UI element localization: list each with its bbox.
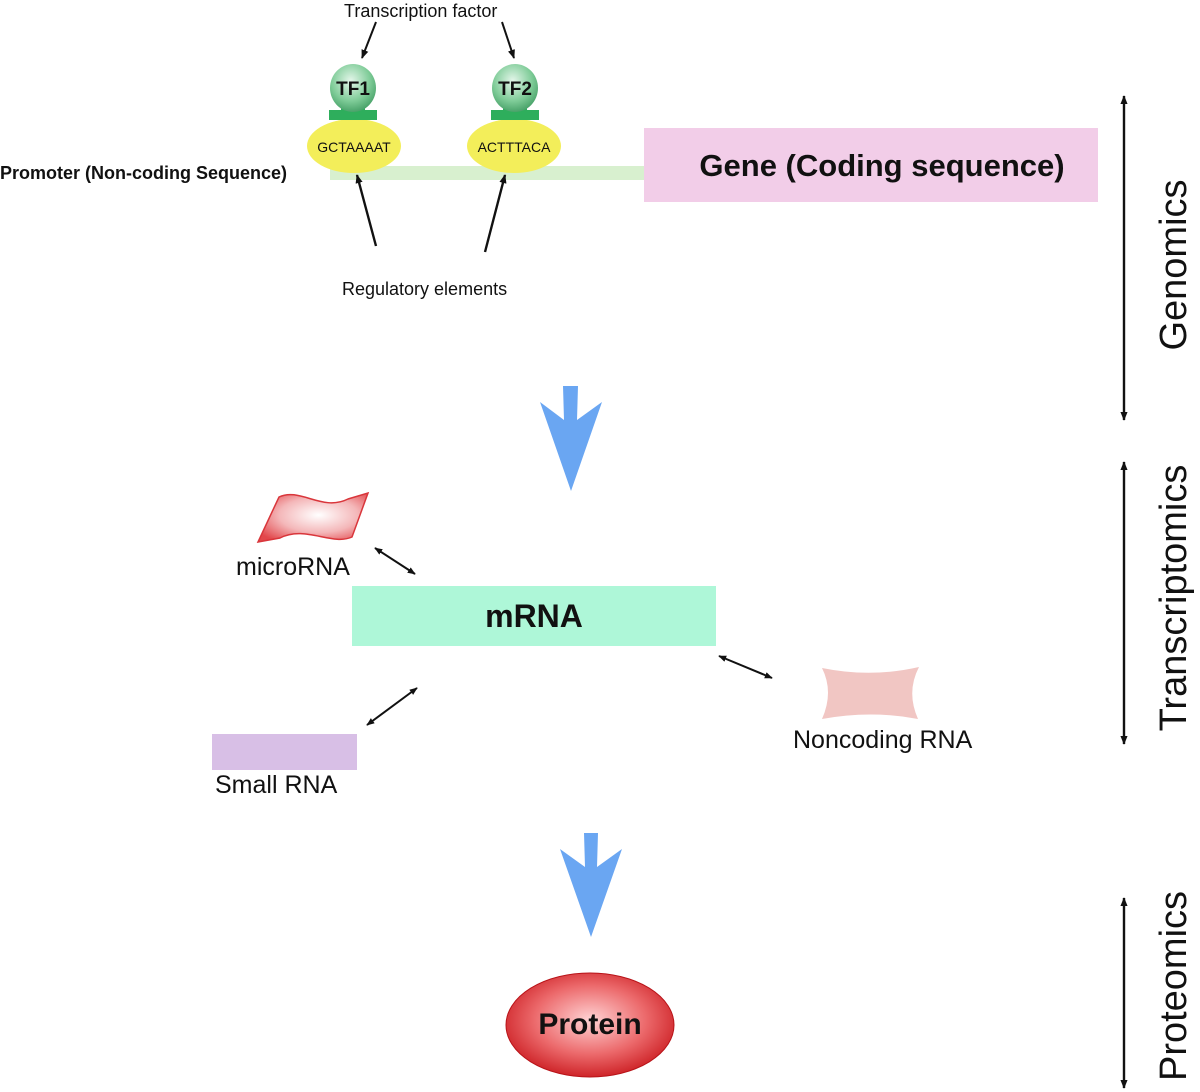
noncoding-rna-label: Noncoding RNA xyxy=(793,726,973,754)
flow-arrow-mrna-to-protein xyxy=(560,833,622,937)
tf2-protein xyxy=(491,64,539,120)
promoter-label: Promoter (Non-coding Sequence) xyxy=(0,163,288,183)
noncoding-mrna-arrow xyxy=(718,655,773,679)
transcriptomics-side-label: Transcriptomics xyxy=(1153,464,1195,732)
small-rna-label: Small RNA xyxy=(215,771,338,799)
mrna-box xyxy=(352,586,716,646)
tf2-pointer-arrow xyxy=(501,21,515,59)
microrna-mrna-arrow xyxy=(374,547,416,575)
tf2-binding-site xyxy=(467,119,561,173)
tf1-label: TF1 xyxy=(336,78,370,100)
tf1-pointer-arrow xyxy=(361,21,377,59)
mrna-label: mRNA xyxy=(485,598,583,634)
smallrna-mrna-arrow xyxy=(366,687,418,726)
flow-arrow-gene-to-mrna xyxy=(540,386,602,491)
noncoding-rna-shape xyxy=(822,667,919,719)
microrna-label: microRNA xyxy=(236,553,350,581)
tf2-label: TF2 xyxy=(498,78,532,100)
proteomics-side-label: Proteomics xyxy=(1153,890,1195,1082)
protein-shape xyxy=(505,972,675,1078)
regulatory-elements-label: Regulatory elements xyxy=(342,279,508,299)
regulatory-arrow-1 xyxy=(355,174,378,247)
transcription-factor-label: Transcription factor xyxy=(344,1,498,21)
tf2-sequence: ACTTTACA xyxy=(477,139,551,155)
small-rna-shape xyxy=(212,734,357,770)
gene-label: Gene (Coding sequence) xyxy=(699,147,1065,183)
promoter-line xyxy=(330,166,648,180)
tf1-sequence: GCTAAAAT xyxy=(317,139,391,155)
gene-box xyxy=(644,128,1098,202)
regulatory-arrow-2 xyxy=(483,174,507,253)
tf1-protein xyxy=(329,64,377,120)
microrna-shape xyxy=(256,491,370,543)
protein-label: Protein xyxy=(538,1008,642,1041)
genomics-side-label: Genomics xyxy=(1153,179,1195,351)
tf1-binding-site xyxy=(307,119,401,173)
